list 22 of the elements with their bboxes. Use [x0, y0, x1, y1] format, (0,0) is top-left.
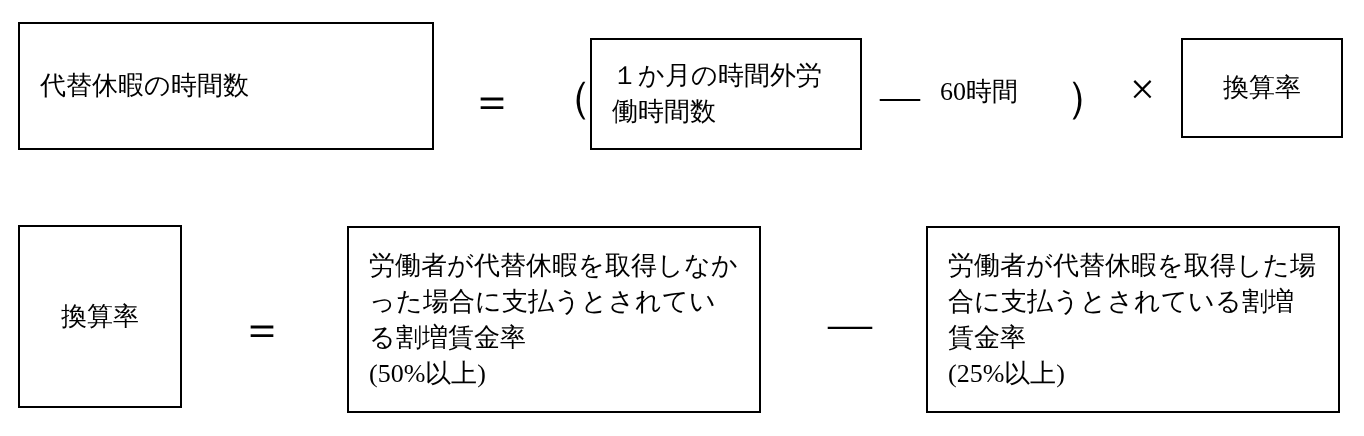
formula-box — [1181, 38, 1343, 138]
operator-label: ） — [1066, 72, 1110, 124]
operator-label: ＝ — [470, 76, 514, 128]
formula-box — [590, 38, 862, 150]
formula-term: 代替休暇の時間数 — [40, 70, 249, 102]
operator-label: — — [880, 72, 920, 119]
formula-box — [926, 226, 1340, 413]
formula-term: (50%以上) — [369, 357, 486, 390]
formula-term: 労働者が代替休暇を取得した場合に支払うとされている割増賃金率 — [948, 249, 1317, 354]
formula-box — [18, 22, 434, 150]
formula-term: １か月の時間外労働時間数 — [612, 60, 823, 128]
formula-term: 換算率 — [61, 300, 139, 333]
operator-label: ＝ — [240, 304, 284, 356]
operator-label: × — [1130, 64, 1155, 115]
operator-label: （ — [548, 72, 592, 124]
formula-box — [347, 226, 761, 413]
formula-box — [18, 225, 182, 408]
operator-label: 60時間 — [940, 76, 1018, 108]
formula-term: (25%以上) — [948, 357, 1065, 390]
operator-label: — — [828, 298, 872, 349]
formula-term: 労働者が代替休暇を取得しなかった場合に支払うとされている割増賃金率 — [369, 249, 739, 354]
formula-term: 換算率 — [1223, 72, 1301, 104]
